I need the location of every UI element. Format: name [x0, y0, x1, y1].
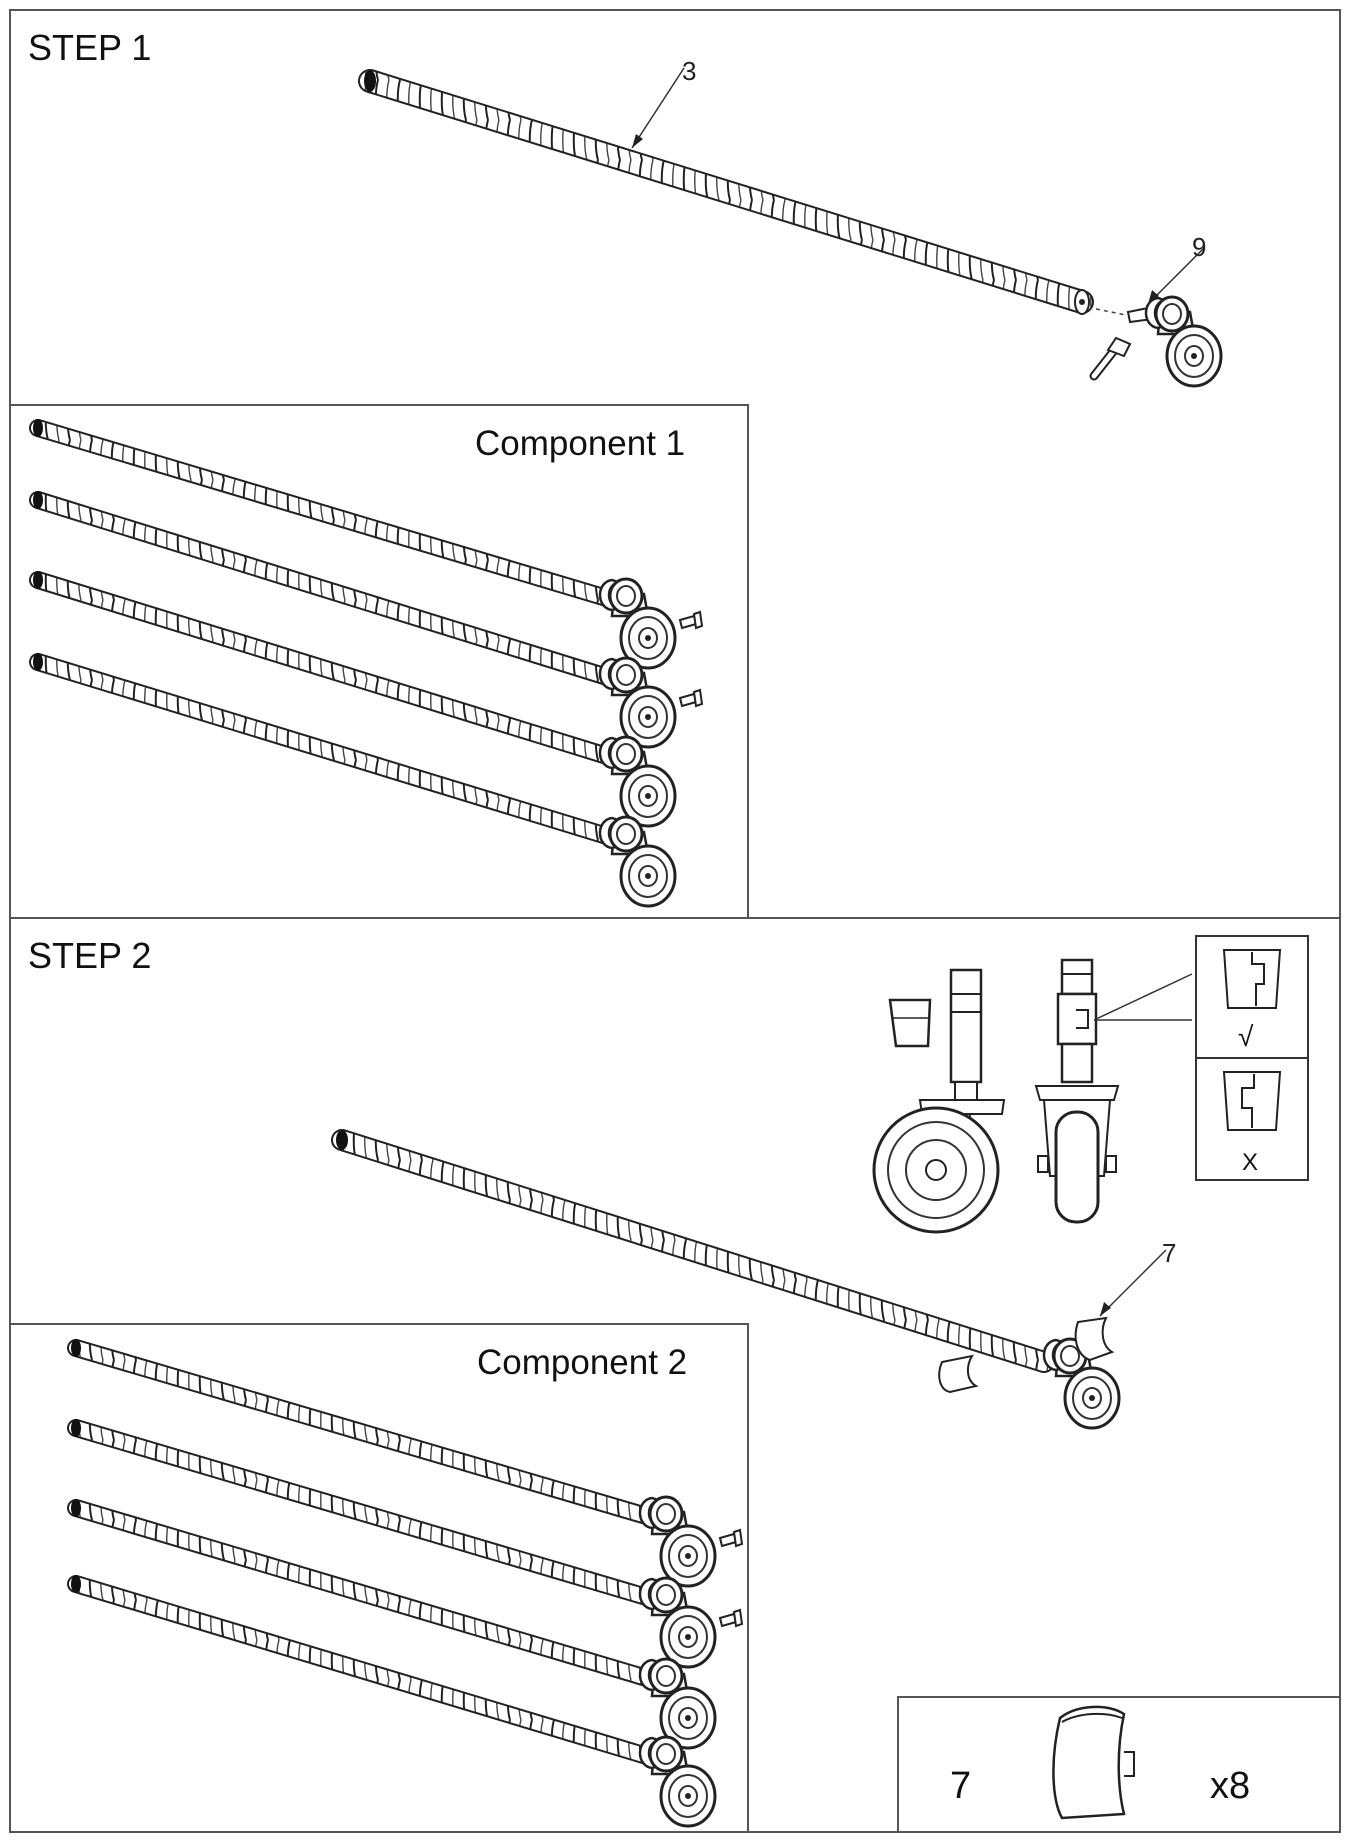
component-2-title: Component 2 — [477, 1343, 687, 1382]
step-1-pole — [358, 69, 1094, 315]
allen-wrench-icon — [1089, 336, 1132, 381]
correct-fit-diagram — [1222, 949, 1282, 1009]
component-2-pole — [67, 1499, 717, 1750]
caster-side-view — [872, 968, 1006, 1234]
component-2-assembly — [67, 1339, 743, 1828]
parts-box-quantity: x8 — [1210, 1765, 1250, 1807]
step-2-title: STEP 2 — [28, 935, 151, 976]
part-number-caster: 9 — [1192, 232, 1206, 262]
component-2-pole — [67, 1575, 717, 1828]
part-number-sleeve: 7 — [1162, 1238, 1176, 1268]
step-1-title: STEP 1 — [28, 27, 151, 68]
page-frame — [9, 9, 1341, 1833]
parts-count-box — [897, 1696, 1340, 1832]
caster-front-view — [1034, 958, 1120, 1224]
wrong-mark: X — [1242, 1149, 1258, 1176]
fitting-check-inset: √ X — [1195, 935, 1309, 1181]
component-2-pole — [67, 1419, 743, 1669]
component-1-pole — [29, 419, 703, 670]
component-1-pole — [29, 653, 677, 908]
component-2-box — [10, 1323, 749, 1832]
part-number-pole: 3 — [682, 56, 696, 86]
component-1-box — [10, 404, 749, 918]
step-2-pole — [331, 1129, 1121, 1430]
wrong-fit-diagram — [1222, 1071, 1282, 1131]
parts-box-part-number: 7 — [950, 1765, 971, 1807]
component-1-pole — [29, 491, 703, 749]
component-2-pole — [67, 1339, 743, 1588]
caster-wheel-9 — [1126, 295, 1223, 388]
sleeve-clip-icon — [1052, 1705, 1135, 1820]
sleeve-clip-7 — [938, 1316, 1115, 1394]
component-1-title: Component 1 — [475, 424, 685, 463]
correct-mark: √ — [1238, 1021, 1254, 1052]
component-1-pole — [29, 571, 677, 828]
component-1-assembly — [29, 419, 703, 908]
